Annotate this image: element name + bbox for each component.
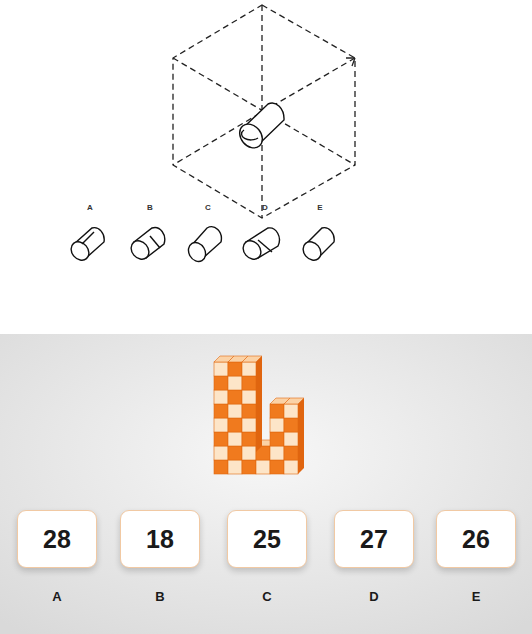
option-letter: A <box>87 203 93 212</box>
option-letter: B <box>155 589 164 604</box>
cube-face <box>214 390 228 404</box>
option-letter: D <box>369 589 378 604</box>
cube-face <box>214 460 228 474</box>
cube-face <box>228 376 242 390</box>
cube-face <box>284 432 298 446</box>
option-letter: C <box>205 203 211 212</box>
option-letter: E <box>472 589 481 604</box>
cube-face <box>214 376 228 390</box>
answer-box: 28A <box>17 510 97 568</box>
cube-stack <box>214 356 304 474</box>
cube-face <box>228 446 242 460</box>
cube-face <box>228 418 242 432</box>
cube-face <box>228 460 242 474</box>
answer-number: 28 <box>43 525 71 554</box>
option-letter: A <box>52 589 61 604</box>
answer-number: 27 <box>360 525 388 554</box>
cube-face <box>284 404 298 418</box>
option-letter: D <box>262 203 268 212</box>
cube-face <box>242 376 256 390</box>
cube-face <box>228 432 242 446</box>
cube-face <box>242 418 256 432</box>
cube-face <box>228 404 242 418</box>
answer-number: 26 <box>462 525 490 554</box>
cube-face <box>270 404 284 418</box>
cube-face <box>270 460 284 474</box>
cube-face <box>242 404 256 418</box>
answer-box: 18B <box>120 510 200 568</box>
cube-face <box>242 432 256 446</box>
answer-box: 26E <box>436 510 516 568</box>
cube-face <box>270 446 284 460</box>
cube-face <box>242 362 256 376</box>
answer-box: 25C <box>227 510 307 568</box>
cube-face <box>242 446 256 460</box>
cube-face <box>228 390 242 404</box>
answer-number: 25 <box>253 525 281 554</box>
cube-face <box>284 446 298 460</box>
cube-face <box>284 418 298 432</box>
option-letter: E <box>317 203 322 212</box>
cube-face <box>214 446 228 460</box>
cube-face <box>242 390 256 404</box>
answer-box: 27D <box>334 510 414 568</box>
cube-face <box>242 460 256 474</box>
option-letter: C <box>262 589 271 604</box>
option-shapes <box>67 227 334 265</box>
cube-side <box>256 356 262 452</box>
cube-face <box>270 418 284 432</box>
option-letter: B <box>147 203 153 212</box>
cube-face <box>214 362 228 376</box>
cube-face <box>214 404 228 418</box>
cube-face <box>228 362 242 376</box>
cube-face <box>214 432 228 446</box>
cube-side <box>298 398 304 474</box>
cube-face <box>256 460 270 474</box>
cube-face <box>284 460 298 474</box>
cylinder-figure <box>235 103 284 152</box>
grey-panel <box>0 334 532 634</box>
dashed-cube <box>173 5 355 218</box>
answer-number: 18 <box>146 525 174 554</box>
cube-face <box>214 418 228 432</box>
cube-face <box>270 432 284 446</box>
